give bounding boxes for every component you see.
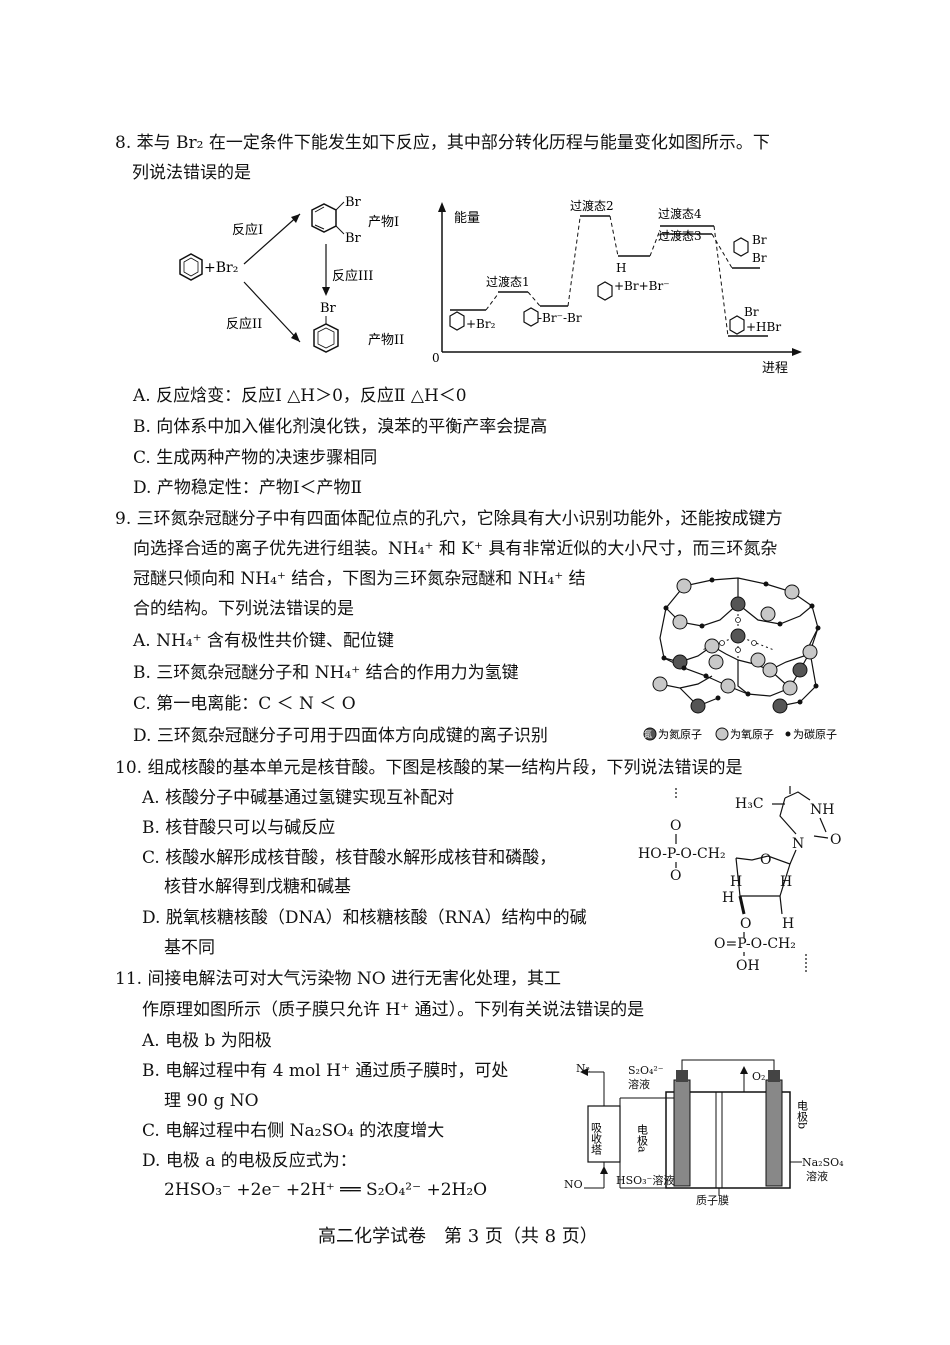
q10-option-d-cont: 基不同 [164, 938, 215, 958]
label-reaction-3: 反应III [332, 268, 373, 284]
electrolytic-cell [665, 1091, 791, 1189]
q8-option-a: A. 反应焓变：反应Ⅰ △H＞0，反应Ⅱ △H＜0 [133, 386, 467, 406]
h2: H [722, 890, 734, 906]
page-footer: 高二化学试卷 第 3 页（共 8 页） [318, 1226, 598, 1247]
prod1-br2: Br [752, 251, 767, 265]
q9-stem-line1: 9. 三环氮杂冠醚分子中有四面体配位点的孔穴，它除具有大小识别功能外，还能按成键… [115, 509, 783, 529]
q9-option-d: D. 三环氮杂冠醚分子可用于四面体方向成键的离子识别 [133, 726, 548, 746]
electrolysis-diagram: N₂ S₂O₄²⁻ 溶液 NO O₂ HSO₃⁻溶液 质子膜 Na₂SO₄ 溶液… [564, 1059, 844, 1207]
carbonyl-o-label: O [830, 832, 841, 848]
q9-stem-line2: 向选择合适的离子优先进行组装。NH₄⁺ 和 K⁺ 具有非常近似的大小尺寸，而三环… [133, 539, 778, 559]
p1-br-top: Br [345, 195, 362, 210]
ts3-label: 过渡态3 [658, 228, 702, 243]
q11-option-b: B. 电解过程中有 4 mol H⁺ 通过质子膜时，可处 [142, 1061, 509, 1081]
label-product-2: 产物II [368, 333, 404, 348]
no-label: NO [564, 1178, 583, 1191]
nucleotide-structure: H₃C NH O N O HO-P-O-CH₂ O O H H H H O O=… [638, 786, 841, 974]
q8-stem-line2: 列说法错误的是 [132, 163, 251, 183]
absorb-label: 吸收塔 [590, 1122, 603, 1156]
ts1-label: 过渡态1 [486, 274, 530, 289]
label-product-1: 产物I [368, 215, 399, 230]
electrode-b-label: 电极b [796, 1100, 809, 1129]
h1: H [730, 874, 742, 890]
legend-carbon: 为碳原子 [785, 727, 837, 741]
q8-option-c: C. 生成两种产物的决速步骤相同 [133, 448, 378, 468]
q10-option-b: B. 核苷酸只可以与碱反应 [142, 818, 336, 838]
q11-option-c: C. 电解过程中右侧 Na₂SO₄ 的浓度增大 [142, 1121, 445, 1141]
intermediate-2-h: H [616, 261, 626, 275]
q10-stem: 10. 组成核酸的基本单元是核苷酸。下图是核酸的某一结构片段，下列说法错误的是 [115, 758, 743, 778]
sugar-o-label: O [740, 916, 751, 932]
electrode-a [673, 1079, 691, 1187]
p1-br-bottom: Br [345, 231, 362, 246]
q9-option-a: A. NH₄⁺ 含有极性共价键、配位键 [133, 631, 394, 651]
legend-oxygen: 为氧原子 [715, 727, 774, 741]
q10-option-a: A. 核酸分子中碱基通过氢键实现互补配对 [142, 788, 455, 808]
legend-nitrogen: 氮 为氮原子 [643, 727, 702, 741]
o2-label: O₂ [752, 1070, 765, 1083]
start-species: +Br₂ [466, 317, 496, 331]
phosphate-left: HO-P-O-CH₂ [638, 846, 726, 862]
q11-stem-line1: 11. 间接电解法可对大气污染物 NO 进行无害化处理，其工 [115, 969, 562, 989]
h4: H [782, 916, 794, 932]
p2-br: Br [320, 301, 337, 316]
na2so4-label: Na₂SO₄ [802, 1156, 844, 1169]
q11-option-a: A. 电极 b 为阳极 [142, 1031, 272, 1051]
q8-reaction-scheme: +Br₂ 反应I 反应II Br Br 产物I 反应III Br 产物II [179, 195, 404, 353]
p-top-o: O [670, 818, 681, 834]
svg-text:为氮原子: 为氮原子 [658, 727, 702, 741]
s2o4-label: S₂O₄²⁻ [628, 1064, 664, 1077]
intermediate-2: +Br+Br⁻ [614, 279, 670, 293]
label-reaction-2: 反应II [226, 316, 262, 332]
process-axis-label: 进程 [762, 361, 788, 376]
q10-option-c-cont: 核苷水解得到戊糖和碱基 [164, 877, 351, 897]
q8-option-d: D. 产物稳定性：产物Ⅰ＜产物Ⅱ [133, 478, 363, 498]
svg-text:为碳原子: 为碳原子 [793, 727, 837, 741]
ring-o-label: O [760, 852, 771, 868]
intermediate-1: -Br⁻-Br [538, 311, 582, 325]
q8-energy-diagram: 能量 进程 0 过渡态1 过渡态2 过渡态4 过渡态3 +Br₂ -Br⁻-Br… [432, 198, 802, 376]
q11-option-b-cont: 理 90 g NO [164, 1091, 259, 1111]
q9-stem-line4: 合的结构。下列说法错误的是 [133, 599, 354, 619]
q9-stem-line3: 冠醚只倾向和 NH₄⁺ 结合，下图为三环氮杂冠醚和 NH₄⁺ 结 [133, 569, 586, 589]
q9-option-c: C. 第一电离能：C ＜ N ＜ O [133, 694, 356, 714]
electrode-b [765, 1079, 783, 1187]
prod1-br1: Br [752, 233, 767, 247]
q10-option-c: C. 核酸水解形成核苷酸，核苷酸水解形成核苷和磷酸， [142, 848, 557, 868]
prod2-br: Br [744, 305, 759, 319]
q11-option-d-equation: 2HSO₃⁻ +2e⁻ +2H⁺ ══ S₂O₄²⁻ +2H₂O [164, 1180, 488, 1200]
label-reaction-1: 反应I [232, 222, 263, 238]
hso3-solution: HSO₃⁻溶液 [616, 1173, 674, 1187]
svg-text:氮: 氮 [644, 729, 652, 739]
ts4-label: 过渡态4 [658, 206, 702, 221]
electrode-a-label: 电极a [636, 1124, 649, 1153]
energy-axis-label: 能量 [454, 211, 480, 226]
nh-label: NH [810, 802, 834, 818]
svg-text:为氧原子: 为氧原子 [730, 727, 774, 741]
prod2-hbr: +HBr [746, 320, 781, 334]
ring-n-label: N [792, 836, 804, 852]
oh-label: OH [736, 958, 760, 974]
q11-option-d: D. 电极 a 的电极反应式为： [142, 1151, 357, 1171]
q11-stem-line2: 作原理如图所示（质子膜只允许 H⁺ 通过）。下列有关说法错误的是 [142, 1000, 645, 1020]
q10-option-d: D. 脱氧核糖核酸（DNA）和核糖核酸（RNA）结构中的碱 [142, 908, 587, 928]
scheme-reactant: +Br₂ [204, 260, 238, 276]
benzene-ring-icon [179, 253, 203, 281]
q8-option-b: B. 向体系中加入催化剂溴化铁，溴苯的平衡产率会提高 [133, 417, 548, 437]
q9-option-b: B. 三环氮杂冠醚分子和 NH₄⁺ 结合的作用力为氢键 [133, 663, 519, 683]
p-left-o: O [670, 868, 681, 884]
ts2-label: 过渡态2 [570, 198, 614, 213]
s2o4-solution: 溶液 [628, 1077, 650, 1091]
energy-origin: 0 [432, 351, 440, 365]
membrane-label: 质子膜 [696, 1194, 729, 1207]
phosphate-bottom: O=P-O-CH₂ [714, 936, 796, 952]
ch3-label: H₃C [735, 796, 764, 812]
na2so4-solution: 溶液 [806, 1169, 828, 1183]
q8-stem-line1: 8. 苯与 Br₂ 在一定条件下能发生如下反应，其中部分转化历程与能量变化如图所… [115, 133, 770, 153]
crown-ether-structure: 氮 为氮原子 为氧原子 为碳原子 [643, 577, 837, 741]
